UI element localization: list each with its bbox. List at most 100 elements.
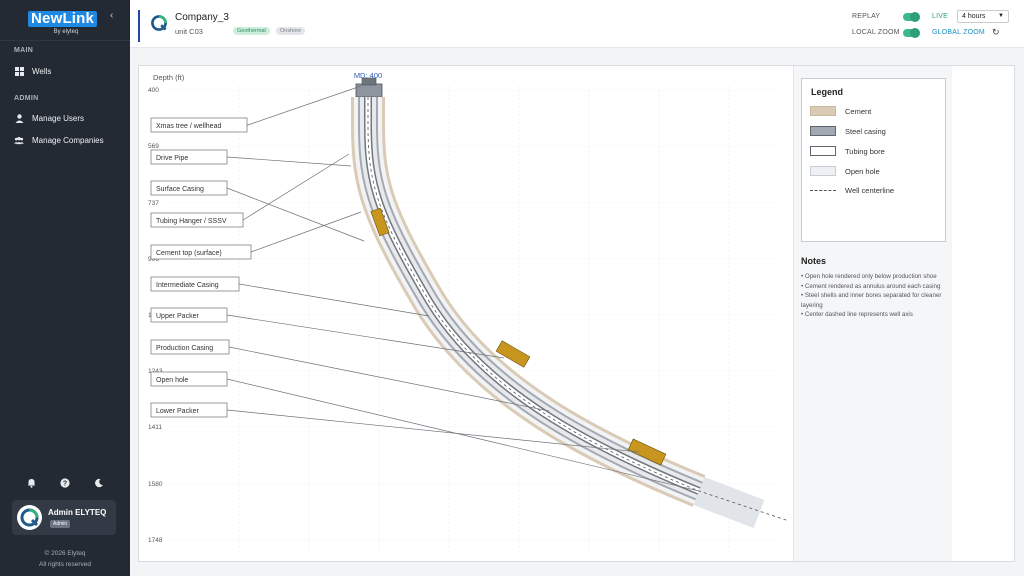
- user-card[interactable]: Admin ELYTEQ Admin: [12, 500, 116, 535]
- callout-label: Open hole: [156, 377, 188, 384]
- callout-label: Upper Packer: [156, 313, 199, 320]
- sidebar-item-label: Wells: [32, 66, 52, 76]
- sidebar-bottom-icons: ?: [14, 476, 116, 490]
- bell-icon[interactable]: [24, 476, 38, 490]
- replay-label: REPLAY: [852, 13, 881, 20]
- legend-label: Open hole: [845, 166, 880, 176]
- legend-swatch: [810, 146, 836, 156]
- note-item: Steel shells and inner bores separated f…: [801, 291, 946, 310]
- open-hole-edge: [693, 476, 765, 529]
- note-item: Center dashed line represents well axis: [801, 310, 946, 320]
- legend-label: Tubing bore: [845, 146, 885, 156]
- local-zoom-label: LOCAL ZOOM: [852, 29, 900, 36]
- legend-swatch: [810, 166, 836, 176]
- help-icon[interactable]: ?: [58, 476, 72, 490]
- caret-down-icon: ▼: [998, 13, 1004, 19]
- wellbore-plot: Depth (ft) 400 569 737 906 1074 1243 141…: [139, 66, 794, 561]
- depth-tick: 1243: [148, 368, 163, 375]
- depth-tick: 1748: [148, 537, 163, 544]
- replay-toggle[interactable]: [903, 12, 920, 22]
- callout-label: Xmas tree / wellhead: [156, 123, 221, 130]
- sidebar-item-manage-users[interactable]: Manage Users: [14, 113, 84, 123]
- side-panel: Legend Cement Steel casing Tubing bore O…: [794, 66, 952, 561]
- time-range-select[interactable]: 4 hours ▼: [957, 10, 1009, 23]
- refresh-icon[interactable]: ↻: [992, 27, 1000, 37]
- tag-geothermal: Geothermal: [233, 27, 270, 35]
- sidebar: NewLink By elyteq ‹ MAIN Wells ADMIN Man…: [0, 0, 130, 576]
- legend-title: Legend: [811, 87, 844, 97]
- callout-label: Lower Packer: [156, 408, 199, 415]
- legend-item-open-hole: Open hole: [810, 166, 880, 176]
- notes-list: Open hole rendered only below production…: [801, 272, 946, 320]
- legend-item-tubing-bore: Tubing bore: [810, 146, 885, 156]
- moon-icon[interactable]: [92, 476, 106, 490]
- svg-text:?: ?: [63, 481, 67, 488]
- callout-label: Production Casing: [156, 345, 213, 352]
- app-logo[interactable]: NewLink By elyteq: [28, 10, 98, 36]
- chevron-left-icon[interactable]: ‹: [110, 10, 114, 21]
- legend-label: Cement: [845, 106, 872, 116]
- header-accent: [138, 10, 140, 42]
- zoom-toggle[interactable]: [903, 28, 920, 38]
- company-logo-icon: [148, 12, 170, 34]
- notes-title: Notes: [801, 256, 827, 266]
- depth-tick: 906: [148, 256, 159, 263]
- time-range-value: 4 hours: [962, 13, 986, 20]
- legend-item-cement: Cement: [810, 106, 871, 116]
- wellbore-panel: Depth (ft) 400 569 737 906 1074 1243 141…: [138, 65, 1015, 562]
- legend-item-centerline: Well centerline: [810, 186, 894, 195]
- grid-icon: [14, 66, 24, 76]
- sidebar-item-label: Manage Users: [32, 113, 85, 123]
- depth-tick: 1580: [148, 481, 163, 488]
- legend-swatch: [810, 126, 836, 136]
- legend: Legend Cement Steel casing Tubing bore O…: [801, 78, 946, 242]
- open-hole: [693, 476, 765, 529]
- user-role-badge: Admin: [50, 520, 71, 528]
- legend-item-steel-casing: Steel casing: [810, 126, 886, 136]
- sidebar-item-label: Manage Companies: [32, 135, 104, 145]
- legend-swatch: [810, 106, 836, 116]
- wellbore-svg: Depth (ft) 400 569 737 906 1074 1243 141…: [148, 71, 790, 556]
- md-top-label: MD: 400: [354, 71, 382, 80]
- rights-text: All rights reserved: [38, 561, 92, 568]
- global-zoom-link[interactable]: GLOBAL ZOOM: [932, 29, 985, 36]
- packer-lower: [627, 438, 667, 466]
- sidebar-item-wells[interactable]: Wells: [14, 66, 51, 76]
- wellhead-valve: [361, 77, 377, 86]
- panel-blank-area: [952, 66, 1014, 561]
- depth-tick: 400: [148, 87, 159, 94]
- callout-label: Intermediate Casing: [156, 282, 219, 289]
- user-name: Admin ELYTEQ: [48, 508, 107, 517]
- legend-label: Well centerline: [845, 186, 895, 195]
- depth-tick: 737: [148, 200, 159, 207]
- tag-onshore: Onshore: [276, 27, 306, 35]
- note-item: Cement rendered as annulus around each c…: [801, 282, 946, 292]
- avatar: [17, 505, 42, 530]
- callout-label: Cement top (surface): [156, 250, 222, 257]
- users-group-icon: [14, 135, 24, 145]
- legend-label: Steel casing: [845, 126, 886, 136]
- note-item: Open hole rendered only below production…: [801, 272, 946, 282]
- unit-label: unit C03: [175, 27, 203, 36]
- casing-inner-bore: [360, 97, 703, 499]
- depth-tick: 1411: [148, 424, 162, 431]
- depth-tick: 569: [148, 143, 159, 150]
- user-icon: [14, 113, 24, 123]
- company-name: Company_3: [175, 12, 229, 23]
- callout-label: Drive Pipe: [156, 155, 188, 162]
- sidebar-divider: [0, 40, 130, 41]
- logo-text: NewLink: [28, 11, 98, 27]
- packer-upper: [495, 340, 531, 368]
- callouts: Xmas tree / wellhead Drive Pipe Surface …: [150, 117, 252, 418]
- live-label: LIVE: [932, 13, 948, 20]
- callout-label: Tubing Hanger / SSSV: [156, 218, 227, 225]
- wellhead-block: [355, 83, 383, 98]
- copyright: © 2026 Elyteq: [44, 550, 86, 557]
- logo-subtitle: By elyteq: [53, 29, 79, 35]
- section-label-admin: ADMIN: [14, 95, 39, 102]
- packer-upper-shallow: [370, 207, 390, 237]
- top-header: Company_3 unit C03 Geothermal Onshore RE…: [130, 0, 1024, 48]
- sidebar-item-manage-companies[interactable]: Manage Companies: [14, 135, 104, 145]
- callout-label: Surface Casing: [156, 186, 204, 193]
- well-centerline: [367, 97, 790, 522]
